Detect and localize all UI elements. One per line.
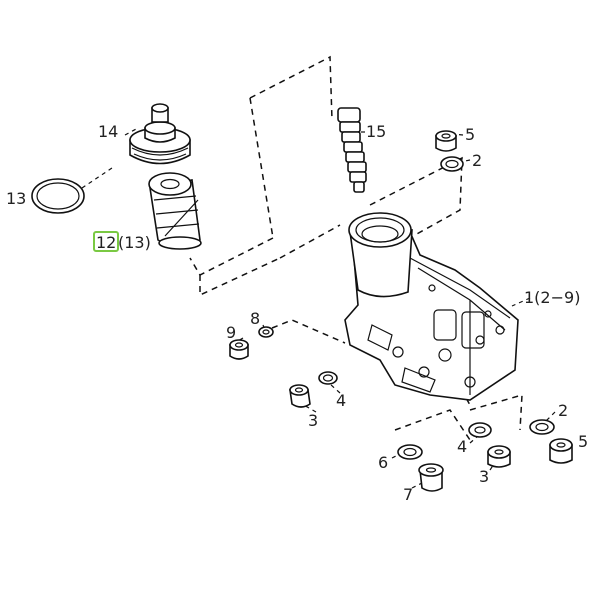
callout-8[interactable]: 8 bbox=[250, 309, 260, 328]
callout-3-left[interactable]: 3 bbox=[308, 411, 318, 430]
filter-cap bbox=[129, 103, 191, 165]
filter-housing bbox=[344, 212, 519, 401]
filter-o-ring bbox=[31, 178, 85, 214]
plug-top bbox=[435, 130, 457, 152]
callout-12-sub: (13) bbox=[118, 233, 151, 252]
callout-6[interactable]: 6 bbox=[378, 453, 388, 472]
plug-3-left bbox=[289, 384, 311, 408]
callout-4-left[interactable]: 4 bbox=[336, 391, 346, 410]
callout-3-mid[interactable]: 3 bbox=[479, 467, 489, 486]
washer-8 bbox=[258, 326, 274, 338]
threaded-sensor bbox=[337, 107, 367, 193]
callout-15[interactable]: 15 bbox=[366, 122, 386, 141]
plug-3-mid bbox=[487, 445, 511, 468]
callout-12[interactable]: 12 bbox=[96, 233, 116, 252]
plug-9 bbox=[229, 339, 249, 360]
callout-2-top[interactable]: 2 bbox=[472, 151, 482, 170]
callout-5-right[interactable]: 5 bbox=[578, 432, 588, 451]
filter-element bbox=[148, 172, 202, 250]
callout-5-top[interactable]: 5 bbox=[465, 125, 475, 144]
plug-7 bbox=[418, 463, 444, 492]
callout-7[interactable]: 7 bbox=[403, 485, 413, 504]
callout-1[interactable]: 1(2−9) bbox=[524, 288, 580, 307]
callout-4-mid[interactable]: 4 bbox=[457, 437, 467, 456]
plug-5-right bbox=[549, 438, 573, 464]
callout-labels: 14 15 5 2 13 12 (13) 1(2−9) 9 8 3 4 2 4 … bbox=[6, 122, 588, 504]
callout-14[interactable]: 14 bbox=[98, 122, 118, 141]
callout-2-right[interactable]: 2 bbox=[558, 401, 568, 420]
washer-6 bbox=[397, 444, 423, 460]
washer-4-left bbox=[318, 371, 338, 385]
washer-2-right bbox=[529, 419, 555, 435]
callout-9[interactable]: 9 bbox=[226, 323, 236, 342]
washer-4-mid bbox=[468, 422, 492, 438]
callout-13[interactable]: 13 bbox=[6, 189, 26, 208]
assembly-guide-lines bbox=[189, 55, 523, 441]
washer-top bbox=[440, 156, 464, 172]
highlight-frame bbox=[93, 231, 119, 252]
